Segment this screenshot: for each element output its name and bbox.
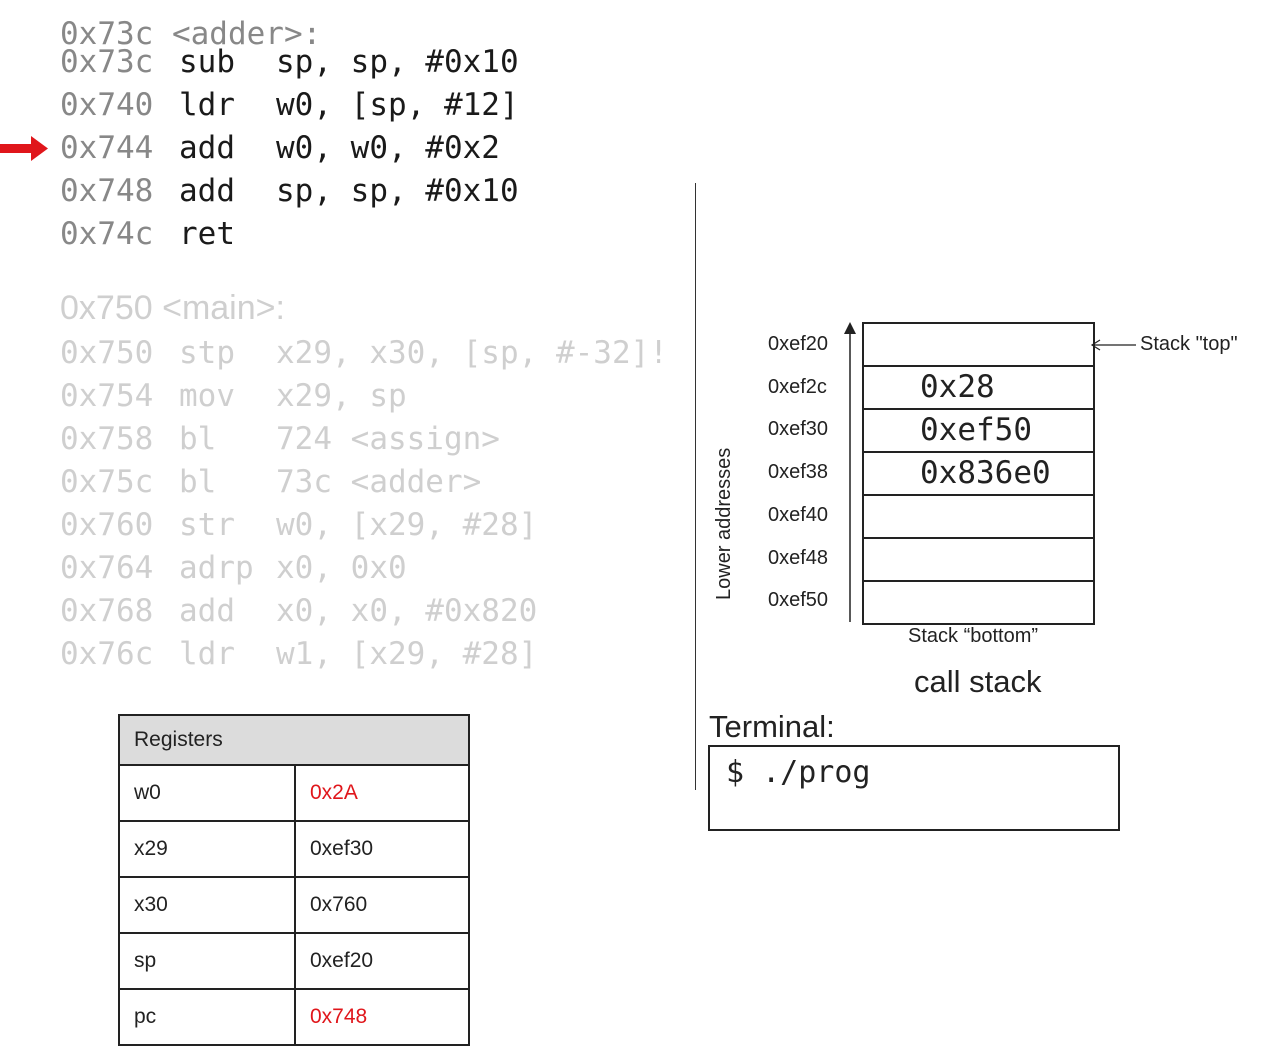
- instruction-opcode: add: [179, 593, 235, 629]
- instruction-opcode: ret: [179, 216, 235, 252]
- stack-slot: 0x28: [864, 367, 1093, 410]
- adder-instruction-line: 0x74c ret: [60, 213, 519, 256]
- stack-top-arrow-icon: [1090, 339, 1136, 351]
- instruction-address: 0x748: [60, 173, 154, 209]
- stack-slot: [864, 324, 1093, 367]
- adder-label: 0x73c <adder>:: [60, 16, 321, 52]
- register-value: 0x760: [294, 876, 470, 934]
- main-label: 0x750 <main>:: [60, 289, 285, 327]
- stack-slot: [864, 496, 1093, 539]
- adder-instruction-line: 0x73c sub sp, sp, #0x10: [60, 41, 519, 84]
- stack-slot: 0x836e0: [864, 453, 1093, 496]
- main-instruction-line: 0x760 str w0, [x29, #28]: [60, 504, 668, 547]
- instruction-operands: x0, x0, #0x820: [276, 593, 538, 629]
- main-instruction-line: 0x750 stp x29, x30, [sp, #-32]!: [60, 332, 668, 375]
- main-instruction-line: 0x764 adrp x0, 0x0: [60, 547, 668, 590]
- instruction-operands: w0, [sp, #12]: [276, 87, 519, 123]
- instruction-address: 0x73c: [60, 44, 154, 80]
- stack-slot: [864, 539, 1093, 582]
- terminal-output: $ ./prog: [726, 755, 871, 790]
- register-value: 0xef30: [294, 820, 470, 878]
- adder-code: 0x73c sub sp, sp, #0x10 0x740 ldr w0, [sp, #1…: [60, 41, 519, 256]
- adder-instruction-line: 0x748 add sp, sp, #0x10: [60, 170, 519, 213]
- call-stack-caption: call stack: [914, 664, 1042, 699]
- instruction-opcode: bl: [179, 421, 217, 457]
- instruction-opcode: stp: [179, 335, 235, 371]
- instruction-address: 0x74c: [60, 216, 154, 252]
- adder-instruction-line: 0x744 add w0, w0, #0x2: [60, 127, 519, 170]
- instruction-opcode: mov: [179, 378, 235, 414]
- registers-header: Registers: [118, 714, 470, 766]
- register-name: x29: [118, 820, 296, 878]
- instruction-opcode: ldr: [179, 636, 235, 672]
- terminal-box[interactable]: $ ./prog: [708, 745, 1120, 831]
- instruction-address: 0x764: [60, 550, 154, 586]
- instruction-operands: x0, 0x0: [276, 550, 407, 586]
- stack-address: 0xef50: [768, 589, 829, 612]
- instruction-address: 0x75c: [60, 464, 154, 500]
- instruction-address: 0x768: [60, 593, 154, 629]
- instruction-operands: 724 <assign>: [276, 421, 500, 457]
- stack-slot: 0xef50: [864, 410, 1093, 453]
- instruction-opcode: ldr: [179, 87, 235, 123]
- instruction-opcode: bl: [179, 464, 217, 500]
- vertical-divider: [695, 183, 696, 790]
- lower-addresses-label: Lower addresses: [713, 447, 735, 600]
- instruction-operands: 73c <adder>: [276, 464, 482, 500]
- instruction-address: 0x754: [60, 378, 154, 414]
- address-arrow-icon: [844, 322, 856, 622]
- instruction-address: 0x758: [60, 421, 154, 457]
- main-instruction-line: 0x76c ldr w1, [x29, #28]: [60, 633, 668, 676]
- register-value: 0x748: [294, 988, 470, 1046]
- stack-address: 0xef30: [768, 418, 829, 441]
- instruction-operands: x29, x30, [sp, #-32]!: [276, 335, 668, 371]
- adder-label-text: 0x73c <adder>:: [60, 16, 322, 52]
- stack-address: 0xef48: [768, 546, 829, 569]
- register-name: sp: [118, 932, 296, 990]
- instruction-operands: x29, sp: [276, 378, 407, 414]
- main-instruction-line: 0x75c bl 73c <adder>: [60, 461, 668, 504]
- instruction-operands: sp, sp, #0x10: [276, 173, 519, 209]
- register-name: x30: [118, 876, 296, 934]
- stack-address: 0xef40: [768, 503, 829, 526]
- main-instruction-line: 0x758 bl 724 <assign>: [60, 418, 668, 461]
- instruction-opcode: sub: [179, 44, 235, 80]
- stack-address: 0xef20: [768, 333, 829, 355]
- main-code: 0x750 stp x29, x30, [sp, #-32]! 0x754 mov x29…: [60, 332, 668, 676]
- instruction-opcode: adrp: [179, 550, 254, 586]
- register-name: w0: [118, 764, 296, 822]
- stack-top-label: Stack "top": [1140, 333, 1238, 355]
- main-instruction-line: 0x754 mov x29, sp: [60, 375, 668, 418]
- pc-arrow-icon: [0, 136, 48, 161]
- main-instruction-line: 0x768 add x0, x0, #0x820: [60, 590, 668, 633]
- stack-address: 0xef2c: [768, 375, 827, 398]
- instruction-address: 0x760: [60, 507, 154, 543]
- stack-address: 0xef38: [768, 461, 829, 484]
- instruction-address: 0x76c: [60, 636, 154, 672]
- instruction-opcode: add: [179, 130, 235, 166]
- instruction-operands: sp, sp, #0x10: [276, 44, 519, 80]
- instruction-operands: w0, w0, #0x2: [276, 130, 500, 166]
- instruction-opcode: str: [179, 507, 235, 543]
- instruction-opcode: add: [179, 173, 235, 209]
- instruction-address: 0x750: [60, 335, 154, 371]
- instruction-address: 0x744: [60, 130, 154, 166]
- adder-instruction-line: 0x740 ldr w0, [sp, #12]: [60, 84, 519, 127]
- instruction-operands: w0, [x29, #28]: [276, 507, 538, 543]
- stack-slot: [864, 582, 1093, 625]
- register-value: 0xef20: [294, 932, 470, 990]
- register-value: 0x2A: [294, 764, 470, 822]
- terminal-label: Terminal:: [709, 709, 835, 744]
- stack-bottom-label: Stack “bottom”: [908, 625, 1039, 647]
- instruction-address: 0x740: [60, 87, 154, 123]
- register-name: pc: [118, 988, 296, 1046]
- instruction-operands: w1, [x29, #28]: [276, 636, 538, 672]
